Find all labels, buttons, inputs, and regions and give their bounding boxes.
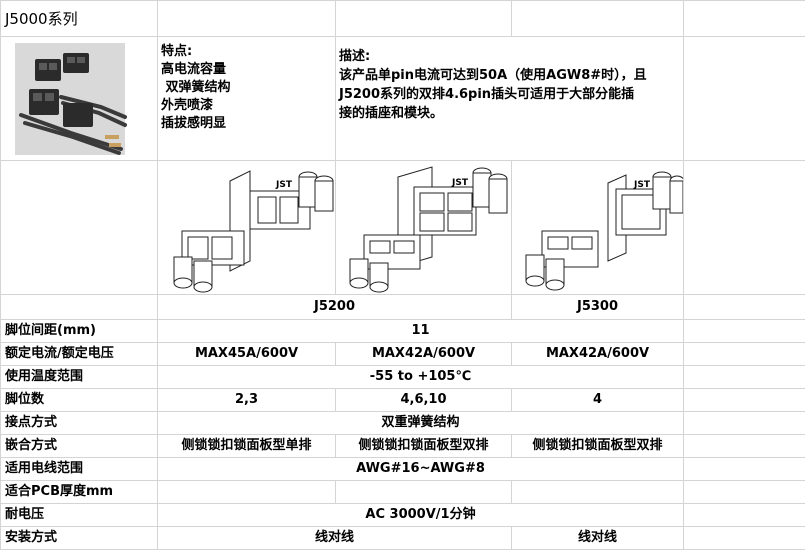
row-label: 适合PCB厚度mm: [1, 481, 158, 504]
row-label: 安装方式: [1, 527, 158, 550]
spec-row: 使用温度范围 -55 to +105℃: [1, 366, 805, 389]
feature-item: 高电流容量: [161, 61, 335, 79]
model-j5300: J5300: [512, 295, 684, 320]
model-j5200: J5200: [158, 295, 512, 320]
spec-row: 嵌合方式 侧锁锁扣锁面板型单排 侧锁锁扣锁面板型双排 侧锁锁扣锁面板型双排: [1, 435, 805, 458]
series-title: J5000系列: [1, 1, 158, 37]
feature-item: 插拔感明显: [161, 115, 335, 133]
description-line: 该产品单pin电流可达到50A（使用AGW8#时），且: [339, 66, 683, 85]
svg-text:JST: JST: [633, 180, 651, 190]
row-label: 额定电流/额定电压: [1, 343, 158, 366]
row-value: 11: [158, 320, 684, 343]
row-value: AC 3000V/1分钟: [158, 504, 684, 527]
row-label: 使用温度范围: [1, 366, 158, 389]
svg-text:JST: JST: [275, 180, 293, 190]
row-value: AWG#16~AWG#8: [158, 458, 684, 481]
row-value: 双重弹簧结构: [158, 412, 684, 435]
row-value: -55 to +105℃: [158, 366, 684, 389]
row-value: 侧锁锁扣锁面板型双排: [336, 435, 512, 458]
model-row: J5200 J5300: [1, 295, 805, 320]
row-value: 2,3: [158, 389, 336, 412]
feature-item: 双弹簧结构: [161, 79, 335, 97]
row-label: 适用电线范围: [1, 458, 158, 481]
row-value: 线对线: [158, 527, 512, 550]
connector-drawing-double-row-icon: JST: [336, 161, 512, 294]
row-label: 脚位间距(mm): [1, 320, 158, 343]
row-label: 嵌合方式: [1, 435, 158, 458]
spec-row: 适用电线范围 AWG#16~AWG#8: [1, 458, 805, 481]
title-row: J5000系列: [1, 1, 805, 37]
spec-row: 耐电压 AC 3000V/1分钟: [1, 504, 805, 527]
product-photo-cell: [1, 37, 158, 161]
description-heading: 描述:: [339, 47, 683, 66]
svg-text:JST: JST: [451, 178, 469, 188]
description-cell: 描述: 该产品单pin电流可达到50A（使用AGW8#时），且 J5200系列的…: [336, 37, 684, 161]
spec-row: 接点方式 双重弹簧结构: [1, 412, 805, 435]
description-line: 接的插座和模块。: [339, 104, 683, 123]
row-value: 线对线: [512, 527, 684, 550]
row-label: 接点方式: [1, 412, 158, 435]
row-value: 侧锁锁扣锁面板型单排: [158, 435, 336, 458]
spec-row: 脚位数 2,3 4,6,10 4: [1, 389, 805, 412]
connector-drawing-j5300-icon: JST: [512, 161, 684, 294]
spec-row: 适合PCB厚度mm: [1, 481, 805, 504]
row-value: 侧锁锁扣锁面板型双排: [512, 435, 684, 458]
row-value: MAX45A/600V: [158, 343, 336, 366]
row-value: 4,6,10: [336, 389, 512, 412]
feature-item: 外壳喷漆: [161, 97, 335, 115]
features-heading: 特点:: [161, 43, 335, 61]
drawing-cell: JST: [158, 161, 336, 295]
spec-row: 脚位间距(mm) 11: [1, 320, 805, 343]
connector-drawing-single-row-icon: JST: [158, 161, 336, 294]
row-value: MAX42A/600V: [512, 343, 684, 366]
drawing-cell: JST: [336, 161, 512, 295]
row-value: 4: [512, 389, 684, 412]
spec-row: 安装方式 线对线 线对线: [1, 527, 805, 550]
row-value: MAX42A/600V: [336, 343, 512, 366]
connector-photo-icon: [1, 37, 157, 160]
description-line: J5200系列的双排4.6pin插头可适用于大部分能插: [339, 85, 683, 104]
drawing-row: JST: [1, 161, 805, 295]
spec-row: 额定电流/额定电压 MAX45A/600V MAX42A/600V MAX42A…: [1, 343, 805, 366]
intro-row: 特点: 高电流容量 双弹簧结构 外壳喷漆 插拔感明显 描述: 该产品单pin电流…: [1, 37, 805, 161]
row-label: 脚位数: [1, 389, 158, 412]
features-cell: 特点: 高电流容量 双弹簧结构 外壳喷漆 插拔感明显: [158, 37, 336, 161]
row-label: 耐电压: [1, 504, 158, 527]
drawing-cell: JST: [512, 161, 684, 295]
